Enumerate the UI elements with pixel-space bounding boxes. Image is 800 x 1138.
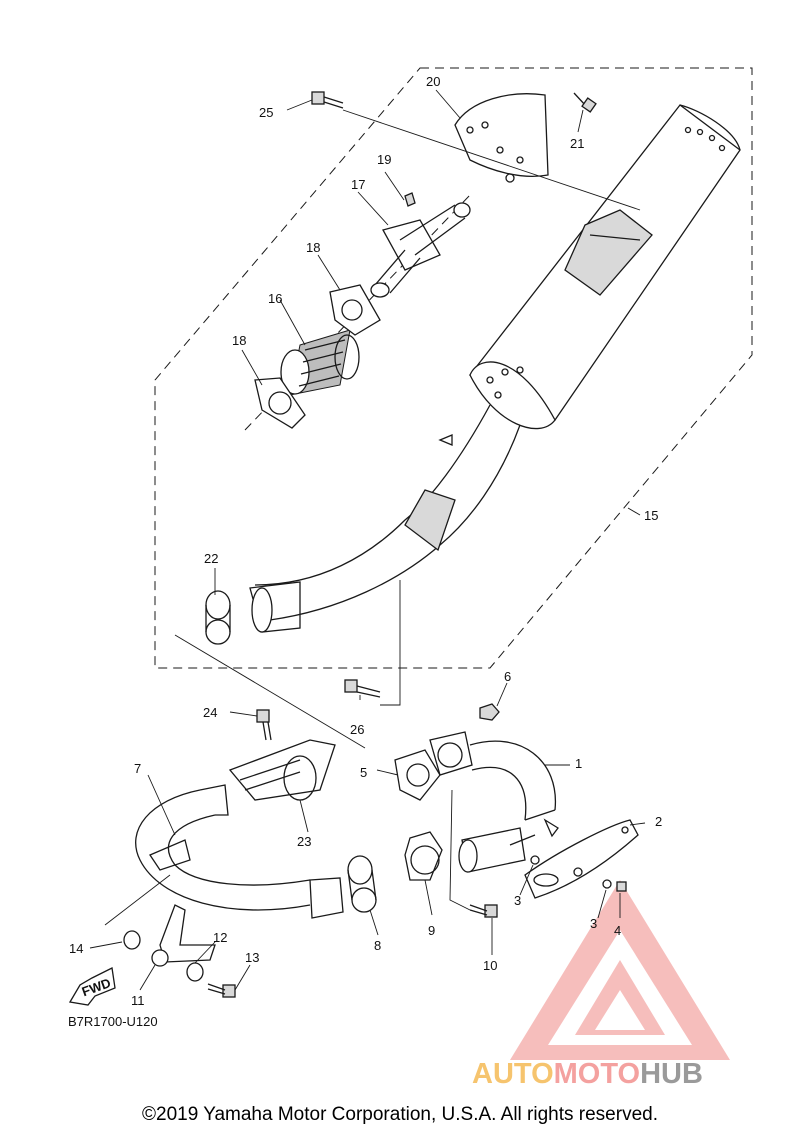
callout-3a: 3 [514,893,521,908]
watermark-triangle-logo [510,880,730,1060]
callout-22: 22 [204,551,218,566]
gasket-upper [329,284,381,336]
bolt-19 [404,192,416,207]
callout-25: 25 [259,105,273,120]
pipe-joint-ring [205,590,231,645]
exhaust-clamp [404,831,443,881]
washer-3 [530,855,612,889]
callout-16: 16 [268,291,282,306]
exhaust-pipe-7 [135,784,344,919]
callout-labels: 1 2 3 3 4 4 5 6 7 8 9 10 11 12 13 14 15 … [69,74,662,1008]
callout-13: 13 [245,950,259,965]
callout-3b: 3 [590,916,597,931]
collar-12 [186,962,204,982]
callout-4a: 4 [614,923,621,938]
mount-bracket-11 [151,904,216,967]
bolt-10 [469,904,498,918]
silencer-core-outline [244,194,471,431]
callout-19: 19 [377,152,391,167]
callout-23: 23 [297,834,311,849]
callout-15: 15 [644,508,658,523]
callout-1: 1 [575,756,582,771]
callout-6: 6 [504,669,511,684]
callout-10: 10 [483,958,497,973]
callout-18a: 18 [306,240,320,255]
bolt-4 [616,881,627,892]
callout-7: 7 [134,761,141,776]
tail-pipe [370,202,471,298]
muffler-assembly-outline [154,67,753,669]
diagram-code: B7R1700-U120 [68,1014,158,1029]
watermark-hub: HUB [640,1058,703,1090]
gasket-lower [254,377,306,429]
bracket-23 [228,739,336,801]
watermark-moto: MOTO [553,1058,641,1090]
pipe-joint-8 [347,855,377,913]
leader-lines [89,89,646,991]
callout-20: 20 [426,74,440,89]
callout-17: 17 [351,177,365,192]
watermark-auto: AUTO [472,1058,554,1090]
exhaust-pipe-1 [429,731,559,873]
nut-6 [479,703,500,721]
callout-11: 11 [131,993,145,1008]
bolt-13 [207,983,236,998]
heat-guard [524,819,639,899]
callout-14: 14 [69,941,83,956]
end-cap [454,93,549,183]
silencer-core [280,329,360,396]
grommet-14 [123,930,141,950]
callout-24: 24 [203,705,217,720]
callout-2: 2 [655,814,662,829]
bolt-21 [573,92,597,113]
watermark-text: AUTOMOTOHUB [472,1058,703,1091]
bolt-24 [256,709,272,741]
bolt-25 [311,91,344,109]
callout-18b: 18 [232,333,246,348]
callout-26: 26 [350,722,364,737]
muffler-body [469,104,741,430]
exhaust-gasket [394,749,441,801]
fwd-arrow-icon [68,967,116,1006]
callout-8: 8 [374,938,381,953]
copyright-notice: ©2019 Yamaha Motor Corporation, U.S.A. A… [142,1104,658,1125]
callout-21: 21 [570,136,584,151]
bolt-26 [344,679,381,698]
muffler-pipe [249,404,521,633]
callout-5: 5 [360,765,367,780]
callout-12: 12 [213,930,227,945]
callout-9: 9 [428,923,435,938]
